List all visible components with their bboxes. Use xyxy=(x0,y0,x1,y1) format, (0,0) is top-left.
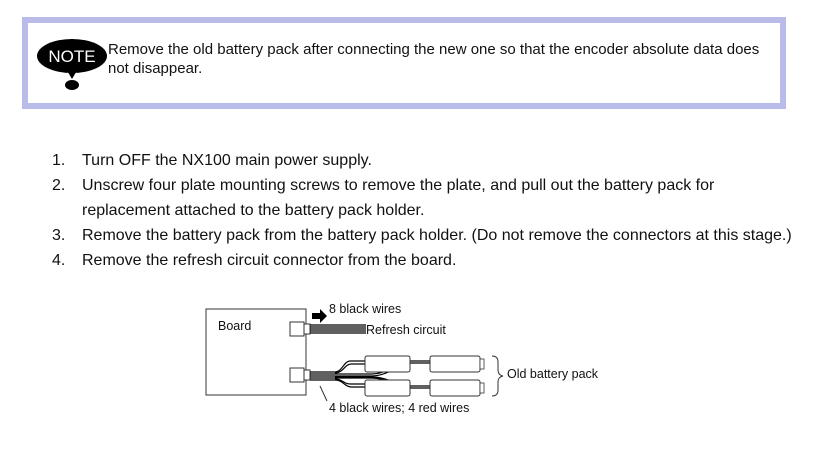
battery-cell xyxy=(429,379,481,397)
board-label: Board xyxy=(218,319,251,333)
step-text: Turn OFF the NX100 main power supply. xyxy=(82,152,372,169)
refresh-circuit-label: Refresh circuit xyxy=(366,323,446,337)
wire-leader-line xyxy=(319,385,328,402)
battery-connector-plug xyxy=(303,369,311,381)
battery-cell xyxy=(364,355,411,373)
step-item: 1. Turn OFF the NX100 main power supply. xyxy=(52,148,792,173)
step-number: 4. xyxy=(52,252,66,269)
refresh-connector-plug xyxy=(303,323,311,335)
note-text: Remove the old battery pack after connec… xyxy=(108,41,760,77)
battery-brace xyxy=(491,355,504,397)
battery-cell xyxy=(429,355,481,373)
step-item: 2. Unscrew four plate mounting screws to… xyxy=(52,173,792,223)
board-box xyxy=(205,308,307,396)
note-icon-label: NOTE xyxy=(48,47,95,66)
refresh-wire-bundle xyxy=(310,324,366,334)
bottom-wires-label: 4 black wires; 4 red wires xyxy=(329,401,469,415)
pull-arrow-icon xyxy=(312,309,327,323)
step-number: 2. xyxy=(52,177,66,194)
battery-cells xyxy=(364,355,485,397)
step-item: 4. Remove the refresh circuit connector … xyxy=(52,248,792,273)
refresh-connector xyxy=(289,321,305,337)
step-text: Unscrew four plate mounting screws to re… xyxy=(82,177,715,219)
top-wires-label: 8 black wires xyxy=(329,302,401,316)
note-icon: NOTE xyxy=(37,39,107,90)
step-text: Remove the battery pack from the battery… xyxy=(82,227,792,244)
step-item: 3. Remove the battery pack from the batt… xyxy=(52,223,792,248)
battery-connector xyxy=(289,367,305,383)
note-box: NOTE Remove the old battery pack after c… xyxy=(22,17,786,109)
step-text: Remove the refresh circuit connector fro… xyxy=(82,252,457,269)
battery-cell xyxy=(364,379,411,397)
steps-list: 1. Turn OFF the NX100 main power supply.… xyxy=(52,148,792,273)
battery-pack-label: Old battery pack xyxy=(507,367,599,381)
step-number: 3. xyxy=(52,227,66,244)
step-number: 1. xyxy=(52,152,66,169)
battery-wire-bundle xyxy=(310,360,430,389)
